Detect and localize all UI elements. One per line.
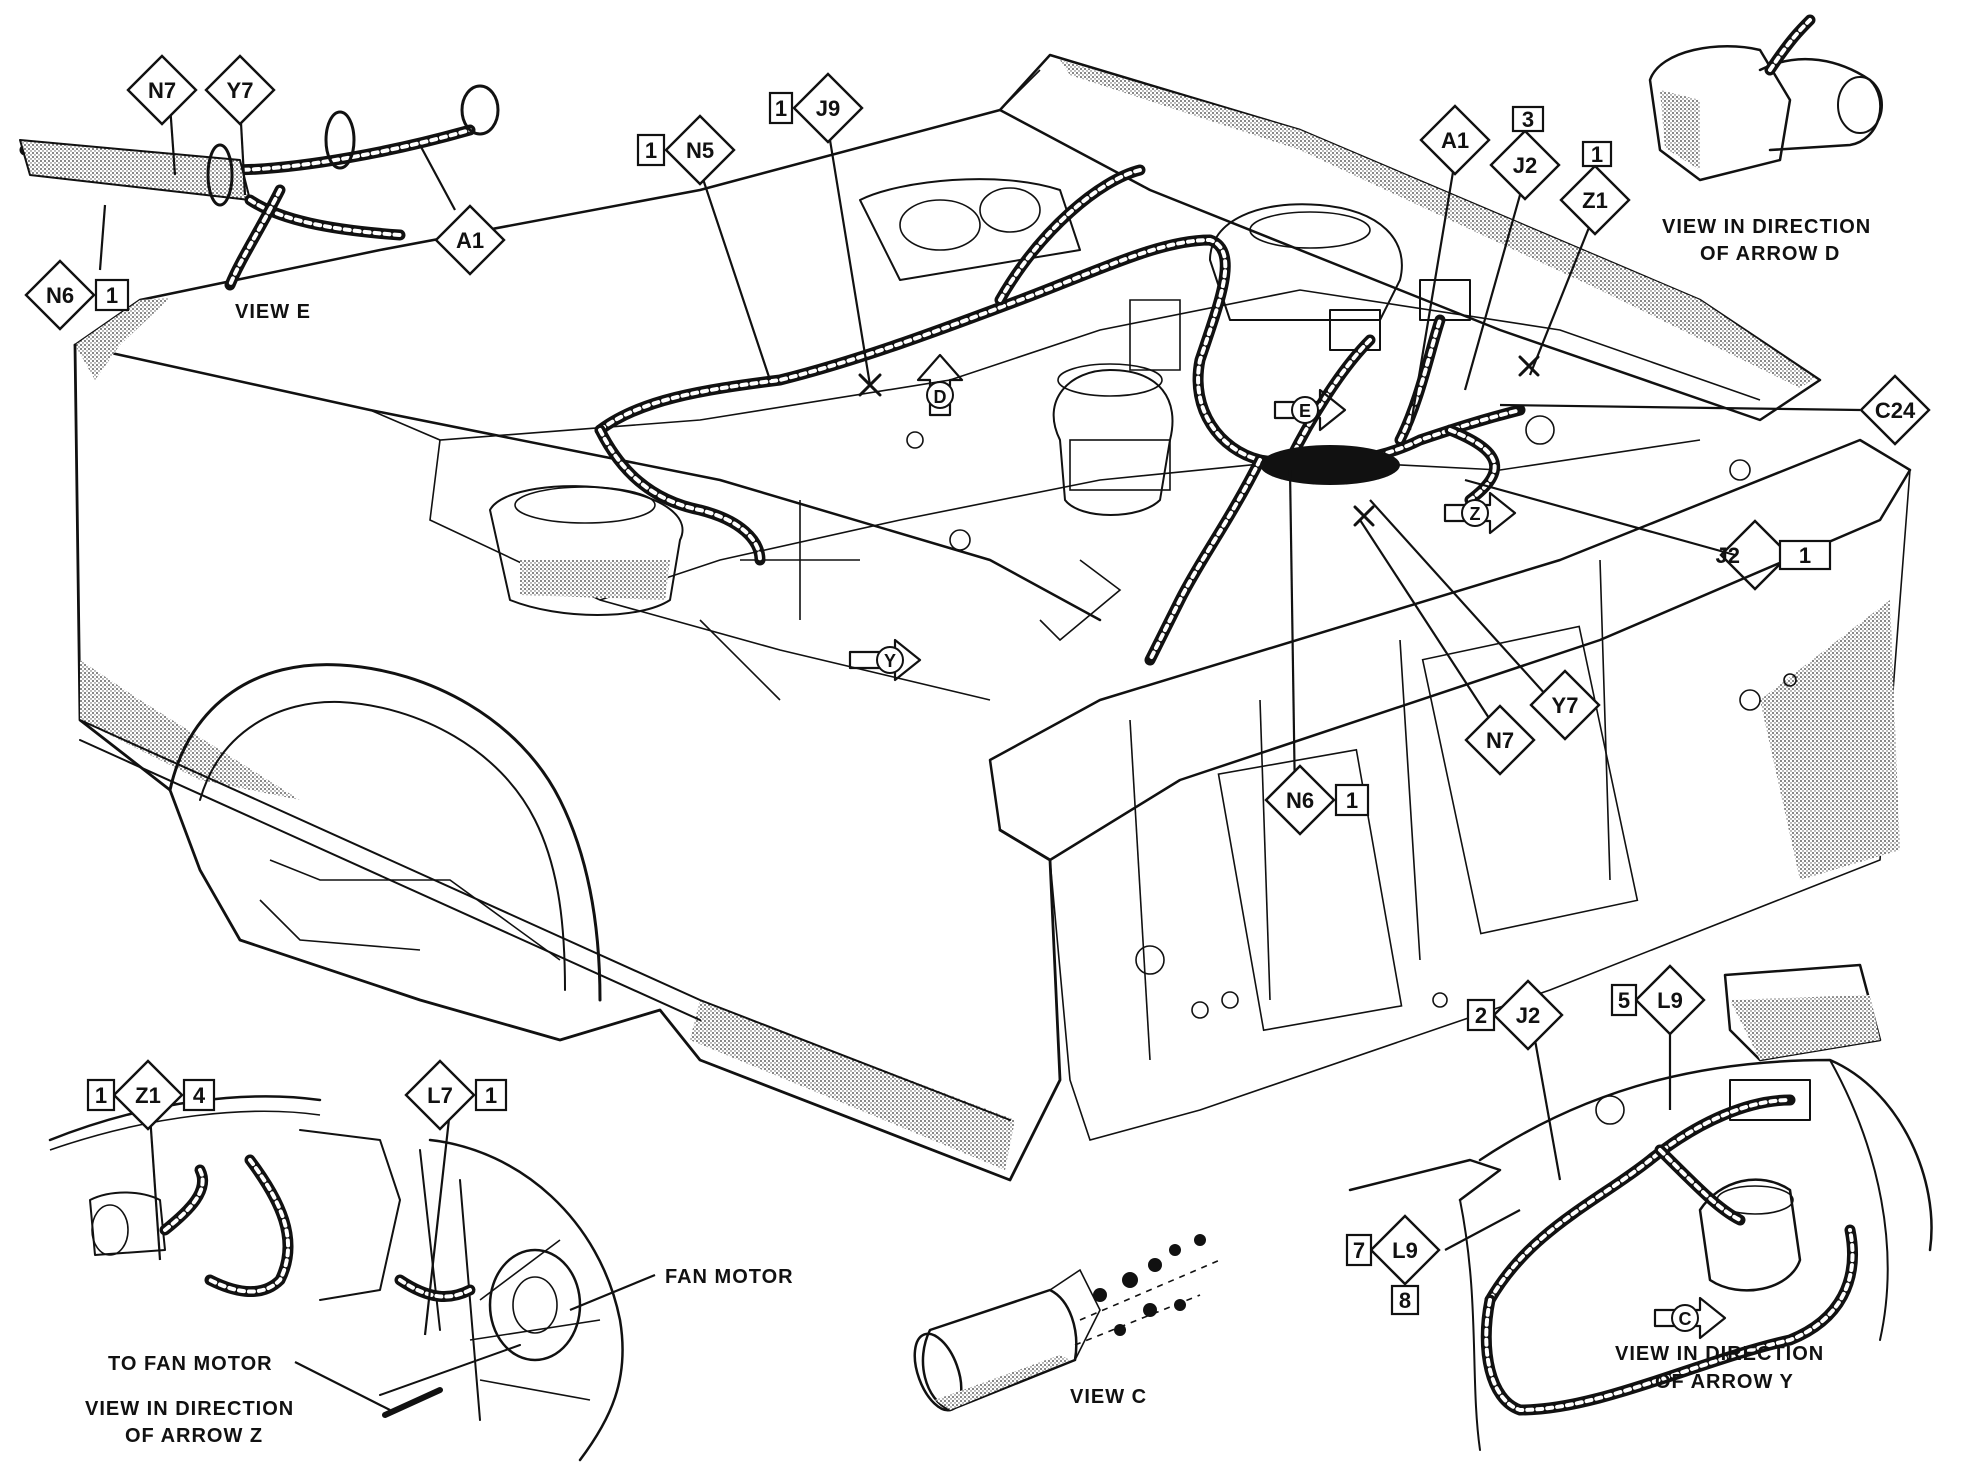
caption-fan-motor: FAN MOTOR — [665, 1266, 794, 1288]
svg-text:J9: J9 — [816, 96, 840, 121]
label-l9-top: L9 5 — [1610, 964, 1706, 1036]
leader-lines — [98, 104, 1861, 1411]
svg-text:C24: C24 — [1875, 398, 1916, 423]
label-a1-main: A1 — [1419, 104, 1491, 176]
svg-text:1: 1 — [1591, 142, 1603, 167]
label-c24: C24 — [1859, 374, 1931, 446]
label-z1-view-z: Z1 1 4 — [86, 1059, 216, 1131]
svg-text:Y: Y — [884, 651, 896, 671]
svg-text:N7: N7 — [148, 78, 176, 103]
svg-text:8: 8 — [1399, 1288, 1411, 1313]
svg-text:N6: N6 — [46, 283, 74, 308]
svg-text:7: 7 — [1353, 1238, 1365, 1263]
svg-text:1: 1 — [1799, 543, 1811, 568]
svg-text:Y7: Y7 — [1552, 693, 1579, 718]
svg-text:J2: J2 — [1516, 1003, 1540, 1028]
svg-text:N6: N6 — [1286, 788, 1314, 813]
svg-text:1: 1 — [485, 1083, 497, 1108]
svg-text:Z1: Z1 — [135, 1083, 161, 1108]
view-arrow-z-illustration — [48, 1095, 624, 1462]
view-arrow-y-illustration — [1348, 963, 1933, 1451]
svg-text:C: C — [1679, 1309, 1692, 1329]
svg-text:D: D — [934, 387, 947, 407]
caption-view-arrow-y-line2: OF ARROW Y — [1655, 1371, 1794, 1393]
svg-text:1: 1 — [775, 96, 787, 121]
label-z1-top: Z1 1 — [1559, 140, 1631, 236]
label-n5: N5 1 — [636, 114, 736, 186]
label-n6-main: N6 1 — [1264, 764, 1370, 836]
svg-text:3: 3 — [1522, 107, 1534, 132]
caption-view-arrow-d-line2: OF ARROW D — [1700, 243, 1840, 265]
svg-text:Y7: Y7 — [227, 78, 254, 103]
label-a1-view-e: A1 — [434, 204, 506, 276]
svg-text:E: E — [1299, 401, 1311, 421]
caption-to-fan-motor: TO FAN MOTOR — [108, 1353, 273, 1375]
svg-text:1: 1 — [95, 1083, 107, 1108]
svg-text:L7: L7 — [427, 1083, 453, 1108]
caption-view-e: VIEW E — [235, 301, 311, 323]
label-n6-view-e: N6 1 — [24, 259, 130, 331]
label-j2-right: J2 1 — [1716, 519, 1832, 591]
svg-text:5: 5 — [1618, 988, 1630, 1013]
svg-text:A1: A1 — [456, 228, 484, 253]
caption-view-arrow-z-line2: OF ARROW Z — [125, 1425, 263, 1447]
arrow-y: Y — [848, 638, 922, 682]
view-e-illustration — [19, 84, 500, 291]
svg-text:J2: J2 — [1513, 153, 1537, 178]
caption-view-arrow-z-line1: VIEW IN DIRECTION — [85, 1398, 294, 1420]
arrow-d: D — [916, 353, 964, 417]
label-l9-bottom: L9 7 8 — [1345, 1214, 1441, 1316]
arrow-c: C — [1653, 1296, 1727, 1340]
svg-text:L9: L9 — [1392, 1238, 1418, 1263]
svg-text:Z: Z — [1470, 504, 1481, 524]
svg-text:N5: N5 — [686, 138, 714, 163]
label-j2-view-y: J2 2 — [1466, 979, 1564, 1051]
car-body-illustration — [73, 53, 1912, 1182]
caption-view-arrow-d-line1: VIEW IN DIRECTION — [1662, 216, 1871, 238]
svg-text:A1: A1 — [1441, 128, 1469, 153]
label-y7-main: Y7 — [1529, 669, 1601, 741]
caption-view-c: VIEW C — [1070, 1386, 1147, 1408]
svg-text:N7: N7 — [1486, 728, 1514, 753]
svg-text:Z1: Z1 — [1582, 188, 1608, 213]
svg-text:1: 1 — [1346, 788, 1358, 813]
label-j9: J9 1 — [768, 72, 864, 144]
view-c-illustration — [913, 1234, 1221, 1412]
label-l7: L7 1 — [404, 1059, 508, 1131]
svg-text:1: 1 — [106, 283, 118, 308]
label-y7-view-e: Y7 — [204, 54, 276, 126]
arrow-e: E — [1273, 388, 1347, 432]
label-j2-top: J2 3 — [1489, 105, 1561, 201]
label-n7-main: N7 — [1464, 704, 1536, 776]
svg-text:2: 2 — [1475, 1003, 1487, 1028]
caption-view-arrow-y-line1: VIEW IN DIRECTION — [1615, 1343, 1824, 1365]
svg-text:4: 4 — [193, 1083, 206, 1108]
label-n7-view-e: N7 — [126, 54, 198, 126]
svg-text:1: 1 — [645, 138, 657, 163]
view-arrow-d-illustration — [1648, 14, 1883, 182]
svg-text:L9: L9 — [1657, 988, 1683, 1013]
arrow-z: Z — [1443, 491, 1517, 535]
